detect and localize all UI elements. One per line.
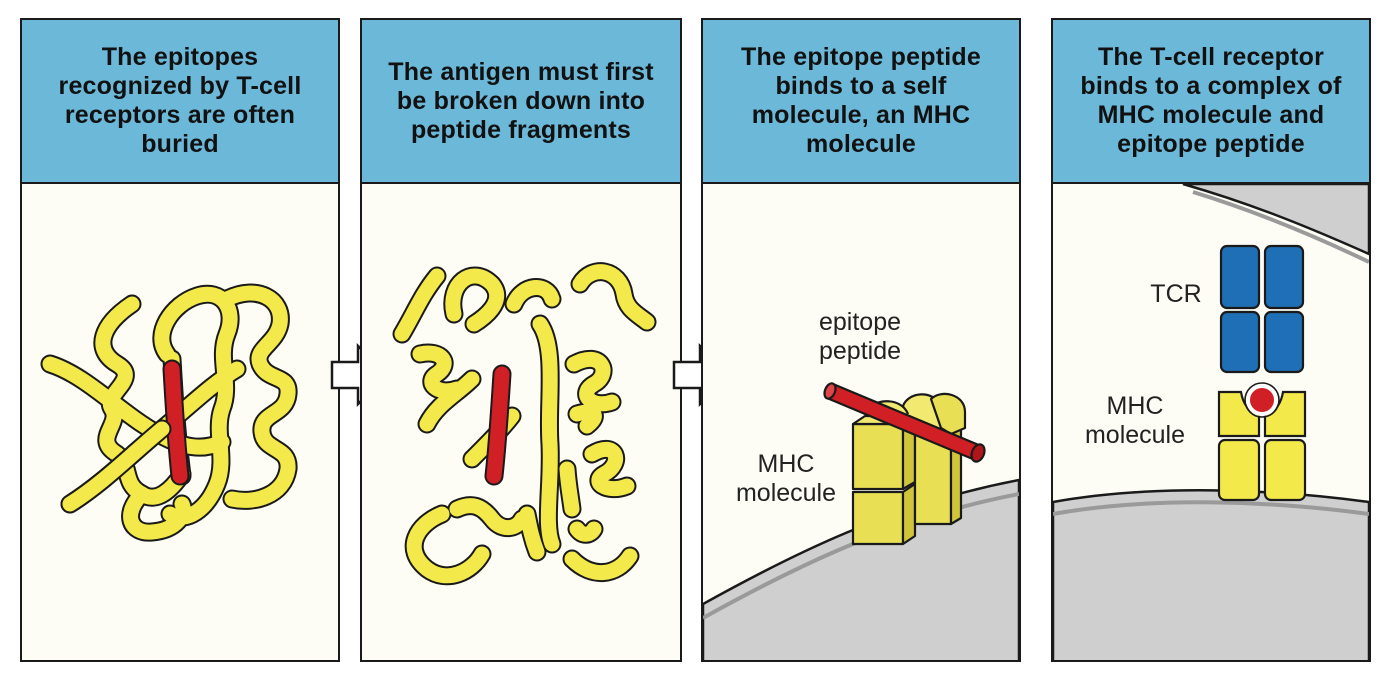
panel-header: The epitope peptide binds to a self mole…	[703, 20, 1019, 184]
panel-buried-epitope: The epitopes recognized by T-cell recept…	[20, 18, 340, 662]
panel-mhc-binding: The epitope peptide binds to a self mole…	[701, 18, 1021, 662]
tcr-complex-illustration	[1053, 184, 1369, 660]
tcr-label: TCR	[1150, 280, 1202, 308]
antigen-presenting-cell-surface	[1053, 489, 1369, 660]
panel-title: The antigen must first be broken down in…	[388, 57, 654, 144]
panel-title: The T-cell receptor binds to a complex o…	[1080, 43, 1342, 158]
folded-protein-illustration	[40, 283, 298, 542]
peptide-fragments-illustration	[392, 262, 657, 586]
panel-header: The antigen must first be broken down in…	[362, 20, 680, 184]
panel-body	[362, 184, 680, 660]
tcr-molecule	[1219, 244, 1305, 374]
epitope-peptide	[1246, 384, 1278, 416]
panel-title: The epitope peptide binds to a self mole…	[741, 43, 981, 158]
mhc-molecule-label: MHC molecule	[1084, 392, 1186, 449]
epitope-peptide	[823, 382, 986, 463]
epitope-peptide-label: epitope peptide	[818, 308, 902, 365]
mhc-molecule	[1217, 390, 1307, 502]
panel-body: TCR MHC molecule	[1053, 184, 1369, 660]
t-cell-surface	[1182, 184, 1369, 256]
panel-body: epitope peptide MHC molecule	[703, 184, 1019, 660]
panel-header: The epitopes recognized by T-cell recept…	[22, 20, 338, 184]
panel-body	[22, 184, 338, 660]
panel-title: The epitopes recognized by T-cell recept…	[58, 43, 302, 158]
panel-header: The T-cell receptor binds to a complex o…	[1053, 20, 1369, 184]
mhc-molecule-label: MHC molecule	[735, 450, 837, 507]
mhc-binding-illustration	[703, 382, 1019, 660]
panel-tcr-complex: The T-cell receptor binds to a complex o…	[1051, 18, 1371, 662]
panel-fragmented-antigen: The antigen must first be broken down in…	[360, 18, 682, 662]
